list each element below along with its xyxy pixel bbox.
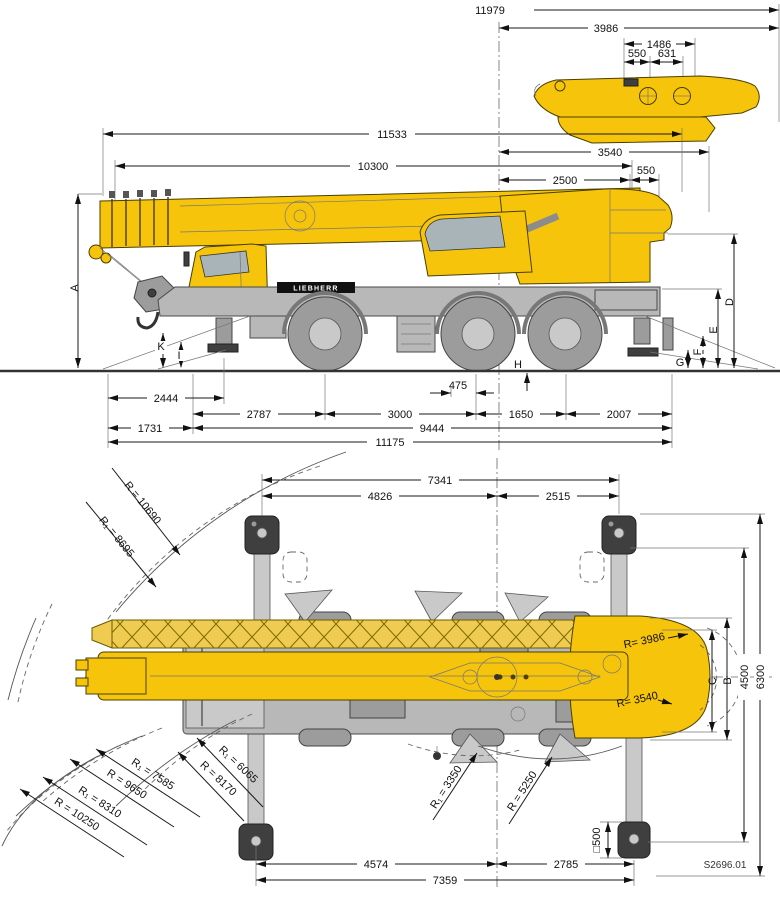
dim-6300: 6300 bbox=[755, 665, 767, 689]
dim-4826: 4826 bbox=[368, 491, 392, 503]
dim-7341: 7341 bbox=[428, 475, 452, 487]
dim-9444: 9444 bbox=[420, 423, 444, 435]
dim-2787: 2787 bbox=[247, 409, 271, 421]
radius-label-10690: R = 10690 bbox=[122, 479, 163, 526]
dim-475: 475 bbox=[449, 380, 467, 392]
letter-D: D bbox=[724, 298, 736, 306]
wheels bbox=[282, 291, 608, 372]
radius-label-8695: R₁ = 8695 bbox=[96, 514, 136, 559]
dim-tail-3540: 3540 bbox=[598, 147, 622, 159]
letter-K: K bbox=[157, 341, 165, 353]
letter-dimensions: A K I H G F E D bbox=[69, 193, 738, 391]
boom-top-art bbox=[75, 615, 743, 739]
dim-1731: 1731 bbox=[138, 423, 162, 435]
dim-boom-length: 10300 bbox=[358, 161, 389, 173]
side-lower-dims: 475 2444 2787 3000 1650 2007 1731 9444 bbox=[107, 358, 673, 449]
dim-rear-550: 550 bbox=[637, 165, 655, 177]
dim-2785: 2785 bbox=[554, 859, 578, 871]
dim-total-with-jib: 11979 bbox=[475, 5, 505, 17]
dim-11175: 11175 bbox=[376, 437, 405, 449]
dim-4500: 4500 bbox=[739, 665, 751, 689]
hook-icon bbox=[136, 311, 160, 330]
dim-2007: 2007 bbox=[607, 409, 631, 421]
letter-G: G bbox=[676, 357, 685, 369]
radius-label-5250: R = 5250 bbox=[505, 769, 540, 813]
side-view: 11533 3540 10300 2500 550 bbox=[0, 22, 780, 450]
drawing-code: S2696.01 bbox=[704, 860, 747, 871]
letter-E: E bbox=[708, 326, 720, 333]
rear-outrigger-jack bbox=[633, 317, 651, 345]
dim-overall-length: 11533 bbox=[377, 129, 407, 141]
dim-7359: 7359 bbox=[433, 875, 457, 887]
dim-head-550: 550 bbox=[628, 48, 646, 60]
letter-I: I bbox=[177, 350, 180, 362]
brand-logo: LIEBHERR bbox=[293, 286, 338, 293]
boom-head-art bbox=[533, 75, 760, 144]
dim-jib-tail: 3986 bbox=[594, 23, 618, 35]
letter-C: C bbox=[707, 677, 719, 685]
dim-4574: 4574 bbox=[364, 859, 388, 871]
liebherr-plate bbox=[277, 282, 355, 293]
boom-head-detail: 11979 3986 1486 550 631 bbox=[475, 4, 780, 144]
letter-F: F bbox=[692, 348, 704, 355]
dim-pad-500: □500 bbox=[591, 828, 603, 853]
letter-H: H bbox=[514, 359, 522, 371]
letter-B: B bbox=[722, 677, 734, 684]
crane-side-art: LIEBHERR bbox=[88, 187, 776, 372]
radius-label-3350: R₁ = 3350 bbox=[428, 764, 465, 811]
dim-1650: 1650 bbox=[509, 409, 533, 421]
top-right-dims: C B 4500 6300 □500 bbox=[591, 513, 767, 877]
dim-head-631: 631 bbox=[658, 48, 676, 60]
dim-3000: 3000 bbox=[388, 409, 412, 421]
outriggers-top-view bbox=[238, 515, 651, 861]
letter-A: A bbox=[69, 284, 81, 292]
dim-2444: 2444 bbox=[154, 393, 178, 405]
dim-2515: 2515 bbox=[546, 491, 570, 503]
top-lower-dims: 4574 2785 7359 bbox=[255, 846, 635, 887]
dim-cw-2500: 2500 bbox=[553, 175, 577, 187]
dim-head-width: 1486 bbox=[647, 39, 671, 51]
front-outrigger-jack bbox=[215, 317, 233, 345]
top-view: 7341 4826 2515 R = 10690 R₁ = 8695 bbox=[1, 451, 772, 890]
